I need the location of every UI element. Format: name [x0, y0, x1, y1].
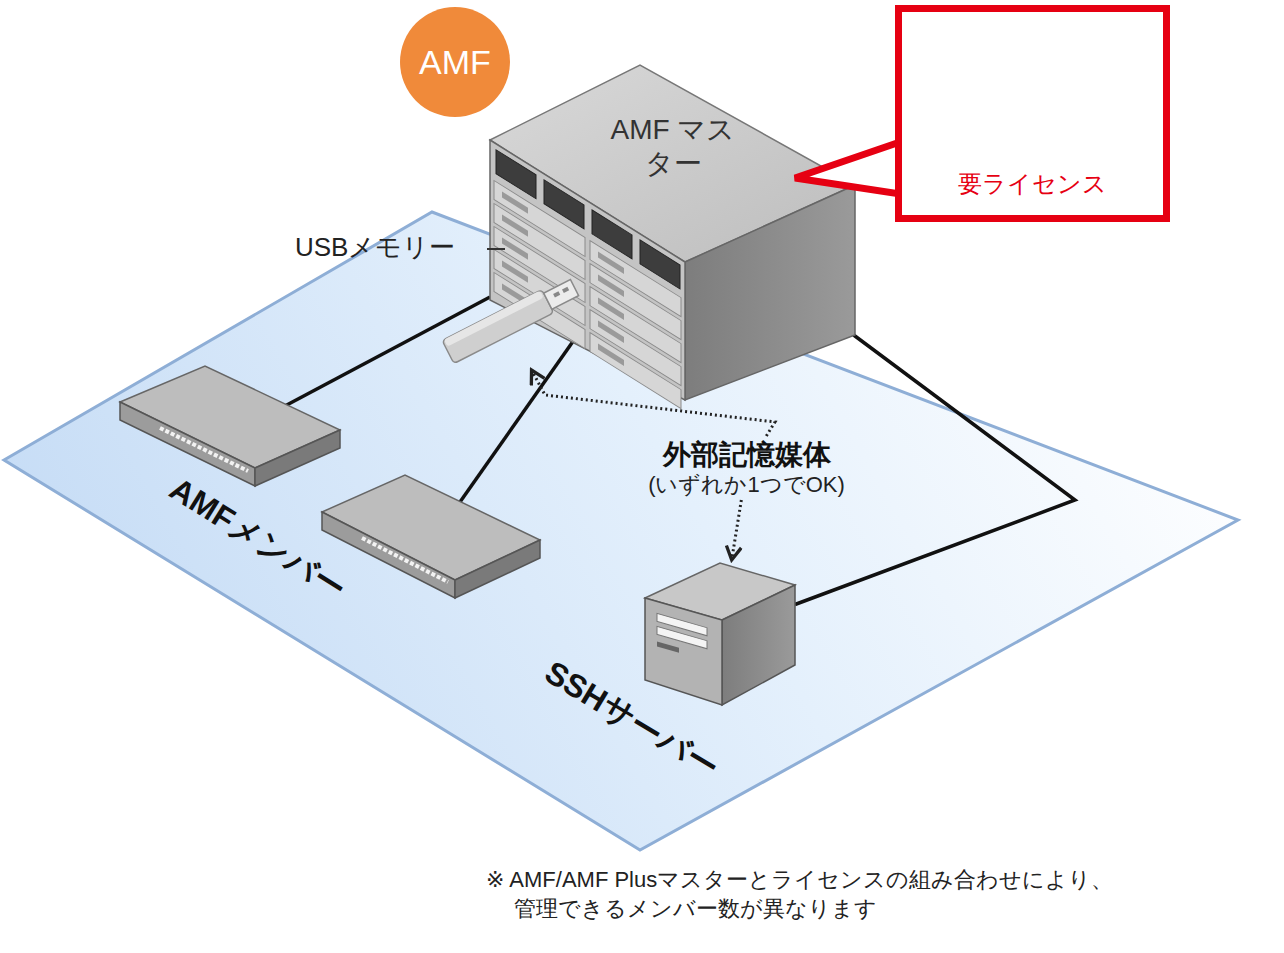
badge-circle: AMF	[400, 7, 510, 117]
node-text: AMF マスター	[598, 113, 748, 180]
amf-member-switch: AMFメンバー	[375, 515, 495, 560]
network-platform	[4, 212, 1238, 850]
switch	[120, 366, 340, 486]
storage-note: 外部記憶媒体(いずれか1つでOK)	[640, 436, 853, 500]
network-link	[795, 335, 1075, 605]
dotted-arrow	[732, 500, 742, 560]
switch	[322, 475, 540, 598]
license-callout: 要ライセンス	[895, 5, 1170, 222]
node-text: (いずれか1つでOK)	[648, 472, 845, 498]
server-tower	[645, 563, 795, 705]
ssh-server: SSHサーバー	[645, 560, 795, 705]
network-link	[451, 335, 578, 515]
usb-memory: USBメモリー	[445, 290, 575, 370]
node-text: AMF	[419, 42, 491, 83]
callout-tail	[795, 142, 900, 194]
node-text: SSHサーバー	[538, 653, 726, 787]
node-text: 要ライセンス	[902, 170, 1163, 199]
node-text: USBメモリー	[295, 232, 455, 263]
master-chassis: AMF マスター	[490, 65, 855, 335]
footnote: ※ AMF/AMF Plusマスターとライセンスの組み合わせにより、 管理できる…	[486, 866, 1278, 923]
usb-stick	[442, 276, 580, 364]
node-text: 外部記憶媒体	[648, 438, 845, 472]
node-text: AMFメンバー	[163, 470, 353, 609]
chassis	[490, 65, 855, 409]
leader-line	[487, 248, 505, 250]
amf-member-switch	[175, 410, 295, 455]
